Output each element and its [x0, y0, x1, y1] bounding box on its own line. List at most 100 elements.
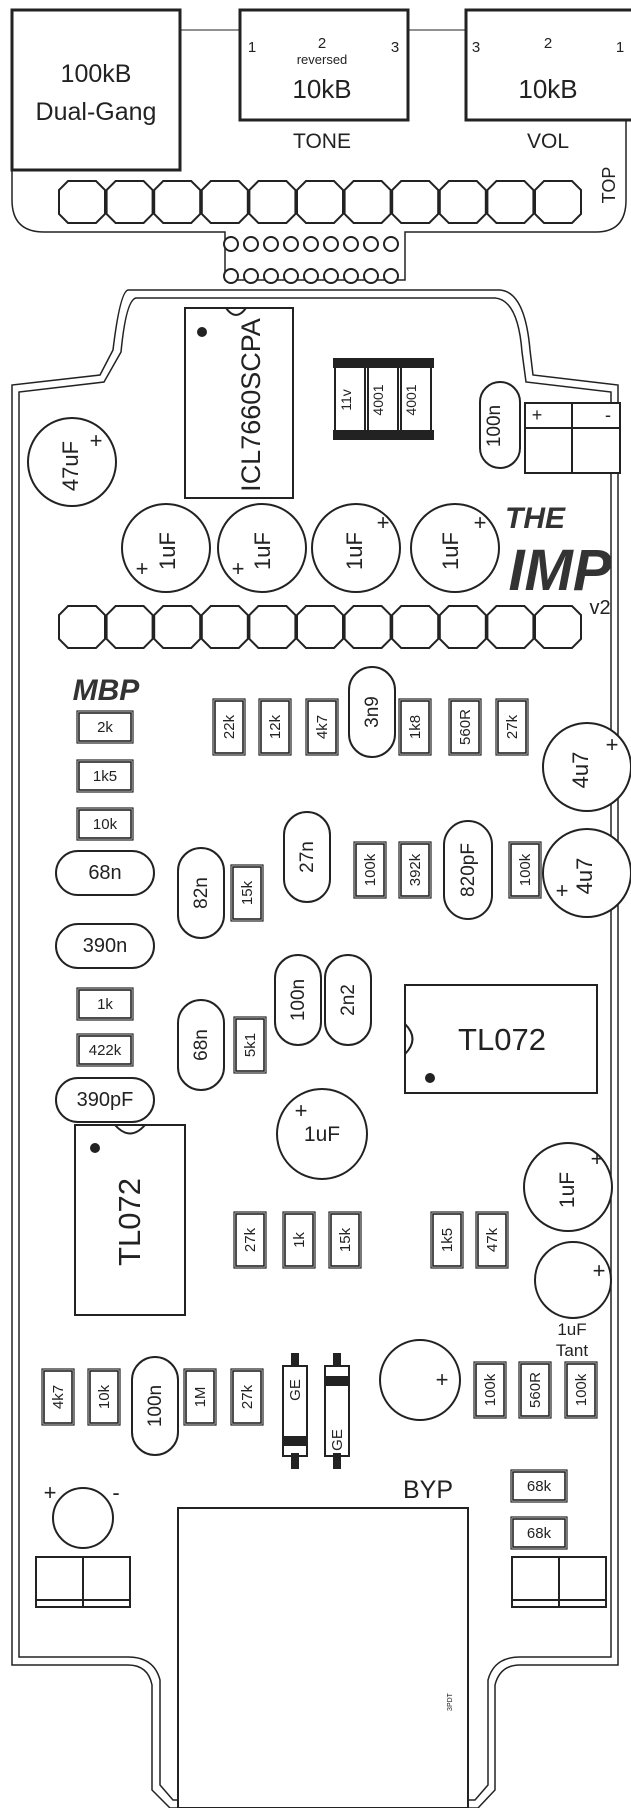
polarity-plus: + [593, 1258, 606, 1283]
logo-imp: IMP [508, 538, 611, 603]
cap-label: 27n [297, 841, 318, 873]
pin-label: 3 [472, 39, 480, 56]
resistor-r1m: 1M [183, 1368, 217, 1426]
svg-text:47uF: 47uF [58, 441, 83, 491]
svg-text:1uF: 1uF [556, 1172, 579, 1208]
pot-label: Dual-Gang [36, 98, 157, 126]
pad [391, 180, 440, 224]
resistor-label: 12k [267, 714, 284, 739]
header-holes [223, 236, 399, 284]
svg-text:1uF: 1uF [438, 532, 463, 570]
resistor-r2k: 2k [76, 710, 134, 744]
resistor-label: 27k [242, 1227, 259, 1252]
polarity-plus: + [591, 1146, 604, 1171]
resistor-label: 15k [239, 880, 256, 905]
header-hole [263, 268, 279, 284]
header-hole [363, 236, 379, 252]
svg-text:1uF: 1uF [304, 1123, 340, 1146]
resistor-label: 2k [97, 719, 113, 736]
resistor-label: 27k [504, 714, 521, 739]
polarity-plus: + [90, 428, 103, 453]
resistor-label: 1M [192, 1387, 209, 1408]
header-hole [223, 236, 239, 252]
pin1-dot [425, 1073, 435, 1083]
cap-820pf: 820pF [443, 820, 493, 920]
header-hole [323, 236, 339, 252]
header-hole [303, 236, 319, 252]
polarity-plus: + [136, 556, 149, 581]
cap-1uf-a: 1uF + [121, 503, 211, 593]
pot-vol: 3 2 1 10kB VOL [464, 8, 631, 153]
resistor-label: 10k [93, 816, 118, 833]
pin-label: 1 [248, 39, 256, 56]
diode-ge-2: GE [324, 1353, 350, 1469]
pad [391, 605, 440, 649]
cap-1uf-b: 1uF + [217, 503, 307, 593]
tant-label: Tant [556, 1341, 588, 1360]
header-hole [363, 268, 379, 284]
cap-label: 4001 [403, 384, 419, 415]
resistor-label: 422k [89, 1042, 122, 1059]
resistor-label: 22k [221, 714, 238, 739]
resistor-label: 68k [527, 1478, 552, 1495]
power-header: + - [524, 402, 621, 474]
resistor-r68k-b: 68k [510, 1516, 568, 1550]
resistor-r560r: 560R [448, 698, 482, 756]
top-label: TOP [599, 167, 619, 204]
pot-value: 10kB [518, 74, 577, 104]
pin1-dot [90, 1143, 100, 1153]
cap-label: 3n9 [362, 696, 383, 728]
resistor-r4k7-b: 4k7 [41, 1368, 75, 1426]
pad [200, 605, 249, 649]
cap-1uf-d: 1uF + [410, 503, 500, 593]
ic-tl072-right: TL072 [404, 984, 598, 1094]
pot-value: 10kB [292, 74, 351, 104]
diode-label: GE [329, 1429, 346, 1451]
cap-47uf: 47uF + [27, 417, 117, 507]
cap-390n: 390n [55, 923, 155, 969]
resistor-r27k-b: 27k [230, 1368, 264, 1426]
pot-function-label: VOL [527, 130, 569, 153]
resistor-label: 100k [362, 853, 379, 886]
resistor-r12k: 12k [258, 698, 292, 756]
cap-1uf-c: 1uF + [311, 503, 401, 593]
cap-390pf: 390pF [55, 1077, 155, 1123]
cap-label: 390n [83, 935, 128, 957]
resistor-label: 27k [239, 1384, 256, 1409]
cap-label: 68n [191, 1029, 212, 1061]
pad [438, 180, 487, 224]
polarity-plus: + [474, 510, 487, 535]
pin-label: 2 [544, 35, 552, 52]
resistor-r1k5-l: 1k5 [76, 759, 134, 793]
led: + - [44, 1480, 120, 1549]
header-hole [263, 236, 279, 252]
resistor-label: 1k [291, 1232, 308, 1248]
header-hole [383, 236, 399, 252]
pad [248, 605, 297, 649]
resistor-label: 15k [337, 1227, 354, 1252]
resistor-label: 5k1 [242, 1033, 259, 1057]
pad [200, 180, 249, 224]
resistor-label: 1k8 [407, 715, 424, 739]
cap-100n-m: 100n [274, 954, 322, 1046]
pin1-dot [197, 327, 207, 337]
pad [296, 180, 344, 224]
polarity-plus: + [556, 878, 569, 903]
resistor-label: 560R [527, 1372, 544, 1408]
header-hole [343, 236, 359, 252]
pad [534, 180, 582, 224]
resistors: 2k 1k5 10k 1k 422k 22k 12k 4k7 1k8 560R 27k 15k 100k… [41, 698, 598, 1550]
resistor-r422k: 422k [76, 1033, 134, 1067]
logo-the: THE [505, 502, 566, 535]
cap-label: 68n [88, 862, 121, 884]
jack-left [35, 1556, 131, 1608]
polarity-plus: + [377, 510, 390, 535]
resistor-label: 1k [97, 996, 113, 1013]
cap-3n9: 3n9 [348, 666, 396, 758]
cap-label: 2n2 [338, 984, 359, 1016]
polarity-plus: + [606, 732, 619, 757]
cap-100n-bottom: 100n [131, 1356, 179, 1456]
pot-tone: 1 2 3 reversed 10kB TONE [238, 8, 410, 153]
resistor-r100k-a: 100k [353, 841, 387, 899]
